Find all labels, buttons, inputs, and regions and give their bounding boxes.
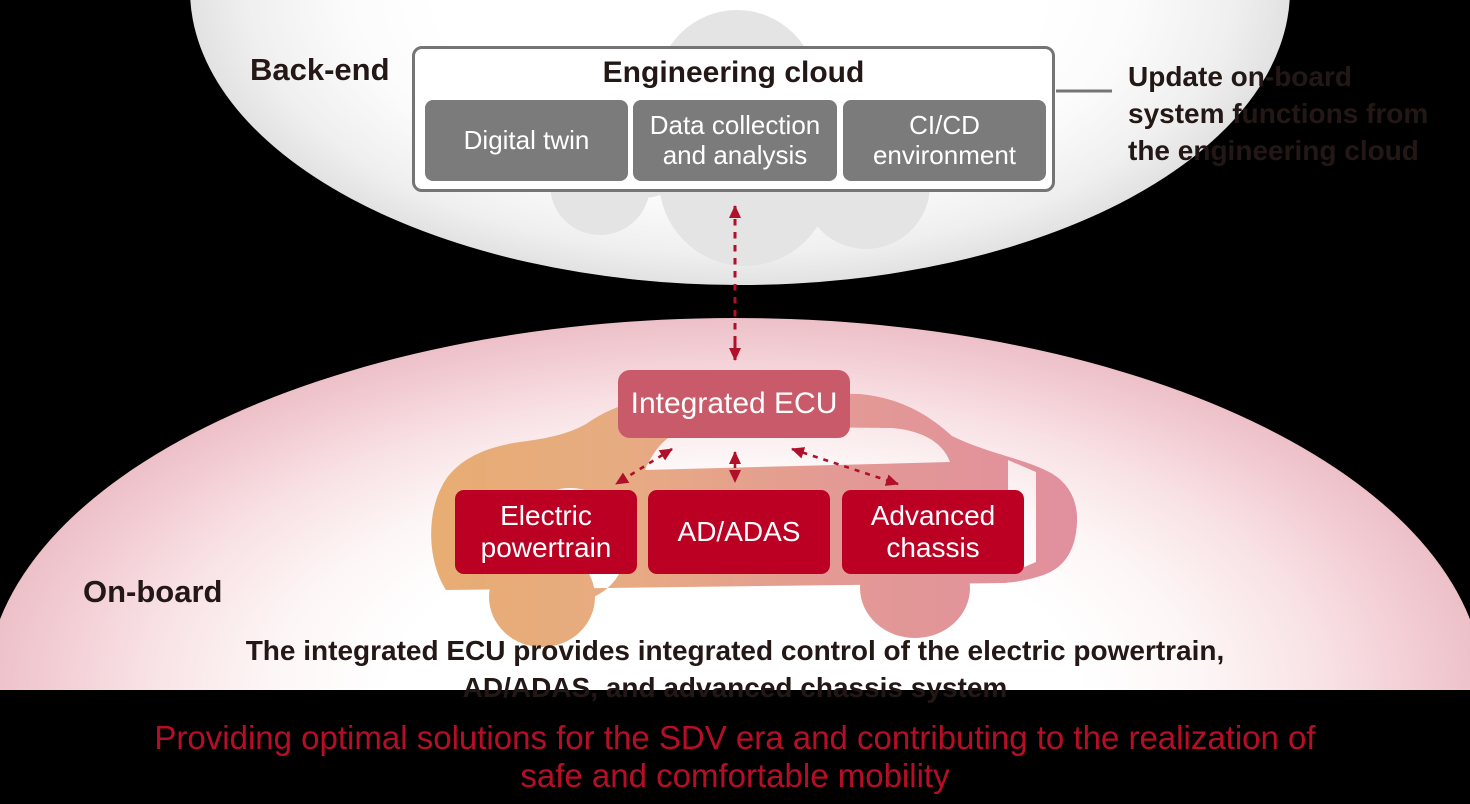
module-label: Digital twin bbox=[463, 124, 590, 155]
onboard-caption: The integrated ECU provides integrated c… bbox=[0, 632, 1470, 706]
note-line: Update on-board bbox=[1128, 61, 1352, 92]
system-ad-adas: AD/ADAS bbox=[648, 490, 830, 574]
footer-message: Providing optimal solutions for the SDV … bbox=[0, 719, 1470, 795]
backend-zone-label: Back-end bbox=[250, 52, 390, 87]
note-line: system functions from bbox=[1128, 98, 1429, 129]
note-line: the engineering cloud bbox=[1128, 135, 1419, 166]
module-label: CI/CD environment bbox=[872, 110, 1017, 170]
module-cicd: CI/CD environment bbox=[843, 100, 1046, 181]
system-advanced-chassis: Advanced chassis bbox=[842, 490, 1024, 574]
system-label: Advanced chassis bbox=[870, 500, 996, 563]
module-data-collection: Data collection and analysis bbox=[633, 100, 837, 181]
integrated-ecu-box: Integrated ECU bbox=[618, 370, 850, 438]
integrated-ecu-label: Integrated ECU bbox=[630, 387, 838, 420]
engineering-cloud-title: Engineering cloud bbox=[602, 56, 865, 89]
system-electric-powertrain: Electric powertrain bbox=[455, 490, 637, 574]
system-label: Electric powertrain bbox=[480, 500, 612, 563]
footer-line: safe and comfortable mobility bbox=[520, 757, 950, 794]
module-label: Data collection and analysis bbox=[649, 110, 821, 170]
update-note: Update on-board system functions from th… bbox=[1128, 58, 1428, 169]
onboard-zone-label: On-board bbox=[83, 574, 223, 609]
caption-line: AD/ADAS, and advanced chassis system bbox=[462, 672, 1008, 703]
footer-line: Providing optimal solutions for the SDV … bbox=[154, 719, 1316, 756]
system-label: AD/ADAS bbox=[677, 516, 801, 548]
caption-line: The integrated ECU provides integrated c… bbox=[245, 635, 1225, 666]
module-digital-twin: Digital twin bbox=[425, 100, 628, 181]
